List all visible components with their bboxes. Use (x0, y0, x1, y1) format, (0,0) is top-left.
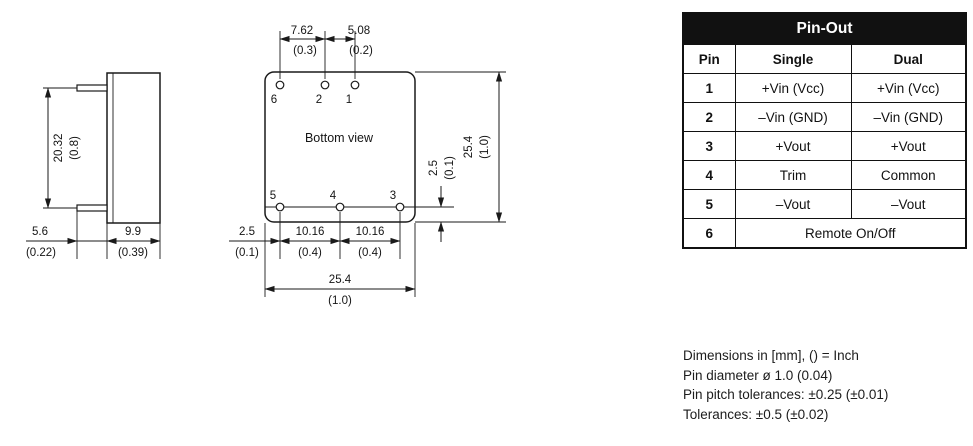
table-row: 2 –Vin (GND) –Vin (GND) (682, 102, 967, 132)
merged-function-cell: Remote On/Off (734, 218, 967, 249)
single-function-cell: –Vin (GND) (734, 102, 852, 132)
dim-left-offset-mm-label: 2.5 (239, 226, 255, 238)
dual-function-cell: +Vout (850, 131, 967, 161)
bottom-view-drawing: 6 2 1 5 4 3 Bottom view 7.62 (0.3) 5.08 … (229, 25, 506, 307)
table-row: 5 –Vout –Vout (682, 189, 967, 219)
pin-number-cell: 1 (682, 73, 736, 103)
side-view-pin-bottom (76, 204, 108, 212)
dim-height-mm-label: 20.32 (53, 134, 65, 163)
dim-height-inch-label: (0.8) (69, 136, 81, 160)
dim-pin-length-mm-label: 5.6 (32, 226, 48, 238)
pin-number-cell: 4 (682, 160, 736, 190)
table-row: 6 Remote On/Off (682, 218, 967, 249)
dim-pin-edge-mm-label: 2.5 (428, 160, 440, 176)
dim-body-depth-inch-label: (0.39) (118, 247, 148, 259)
pin-3-hole (395, 202, 405, 212)
pinout-title: Pin-Out (682, 12, 967, 45)
dual-column-header: Dual (850, 44, 967, 74)
note-line: Pin pitch tolerances: ±0.25 (±0.01) (683, 387, 889, 402)
pin-3-number: 3 (390, 190, 396, 202)
dim-pitch-1016b-mm-label: 10.16 (356, 226, 385, 238)
table-row: 4 Trim Common (682, 160, 967, 190)
dim-pitch-508-inch-label: (0.2) (349, 45, 373, 57)
bottom-view-pins: 6 2 1 5 4 3 (270, 80, 405, 212)
dim-side-widths: 5.6 (0.22) 9.9 (0.39) (26, 211, 161, 259)
note-line: Tolerances: ±0.5 (±0.02) (683, 406, 829, 422)
dual-function-cell: +Vin (Vcc) (850, 73, 967, 103)
table-row: 1 +Vin (Vcc) +Vin (Vcc) (682, 73, 967, 103)
pin-4-number: 4 (330, 190, 337, 202)
pin-number-cell: 6 (682, 218, 736, 249)
side-view-drawing: 20.32 (0.8) 5.6 (0.22) 9.9 (0.39) (26, 72, 161, 259)
dim-body-depth-mm-label: 9.9 (125, 226, 141, 238)
dim-pin-span-vertical: 20.32 (0.8) (43, 87, 81, 209)
mechanical-drawing: 20.32 (0.8) 5.6 (0.22) 9.9 (0.39) (26, 25, 506, 307)
dim-case-width-inch-label: (1.0) (328, 295, 352, 307)
dim-pitch-762-inch-label: (0.3) (293, 45, 317, 57)
pinout-header-row: Pin Single Dual (682, 44, 967, 74)
dual-function-cell: Common (850, 160, 967, 190)
dim-pitch-1016a-inch-label: (0.4) (298, 247, 322, 259)
dim-overall-width: 25.4 (1.0) (264, 274, 416, 307)
pin-6-number: 6 (271, 94, 277, 106)
pin-5-hole (275, 202, 285, 212)
dimension-notes: Dimensions in [mm], () = Inch Pin diamet… (683, 346, 888, 424)
side-view-body (106, 72, 161, 224)
single-function-cell: Trim (734, 160, 852, 190)
dim-case-width-mm-label: 25.4 (329, 274, 352, 286)
dual-function-cell: –Vout (850, 189, 967, 219)
pin-4-hole (335, 202, 345, 212)
dim-pitch-1016a-mm-label: 10.16 (296, 226, 325, 238)
pin-column-header: Pin (682, 44, 736, 74)
note-line: Dimensions in [mm], () = Inch (683, 348, 859, 363)
single-column-header: Single (734, 44, 852, 74)
dim-pin-edge-inch-label: (0.1) (444, 156, 456, 180)
pin-2-number: 2 (316, 94, 322, 106)
pin-6-hole (275, 80, 285, 90)
pinout-table: Pin-Out Pin Single Dual 1 +Vin (Vcc) +Vi… (682, 12, 967, 249)
pin-5-number: 5 (270, 190, 276, 202)
dim-pin-length-inch-label: (0.22) (26, 247, 56, 259)
pin-number-cell: 5 (682, 189, 736, 219)
dim-right-side: 25.4 (1.0) 2.5 (0.1) (415, 71, 506, 242)
pinout-title-row: Pin-Out (682, 12, 967, 45)
single-function-cell: –Vout (734, 189, 852, 219)
side-view-pin-top (76, 84, 108, 92)
pin-2-hole (320, 80, 330, 90)
dim-case-height-inch-label: (1.0) (479, 135, 491, 159)
dim-bottom-pitches: 2.5 (0.1) 10.16 (0.4) 10.16 (0.4) (229, 212, 416, 297)
dim-case-height-mm-label: 25.4 (463, 135, 475, 158)
dim-pitch-1016b-inch-label: (0.4) (358, 247, 382, 259)
table-row: 3 +Vout +Vout (682, 131, 967, 161)
dim-left-offset-inch-label: (0.1) (235, 247, 259, 259)
bottom-view-label: Bottom view (305, 131, 374, 145)
note-line: Pin diameter ø 1.0 (0.04) (683, 367, 833, 383)
pin-number-cell: 3 (682, 131, 736, 161)
dim-top-pitches: 7.62 (0.3) 5.08 (0.2) (279, 25, 373, 79)
dim-pitch-762-mm-label: 7.62 (291, 25, 313, 37)
pin-1-hole (350, 80, 360, 90)
pin-1-number: 1 (346, 94, 352, 106)
single-function-cell: +Vin (Vcc) (734, 73, 852, 103)
dim-pitch-508-mm-label: 5.08 (348, 25, 370, 37)
dual-function-cell: –Vin (GND) (850, 102, 967, 132)
pin-number-cell: 2 (682, 102, 736, 132)
single-function-cell: +Vout (734, 131, 852, 161)
